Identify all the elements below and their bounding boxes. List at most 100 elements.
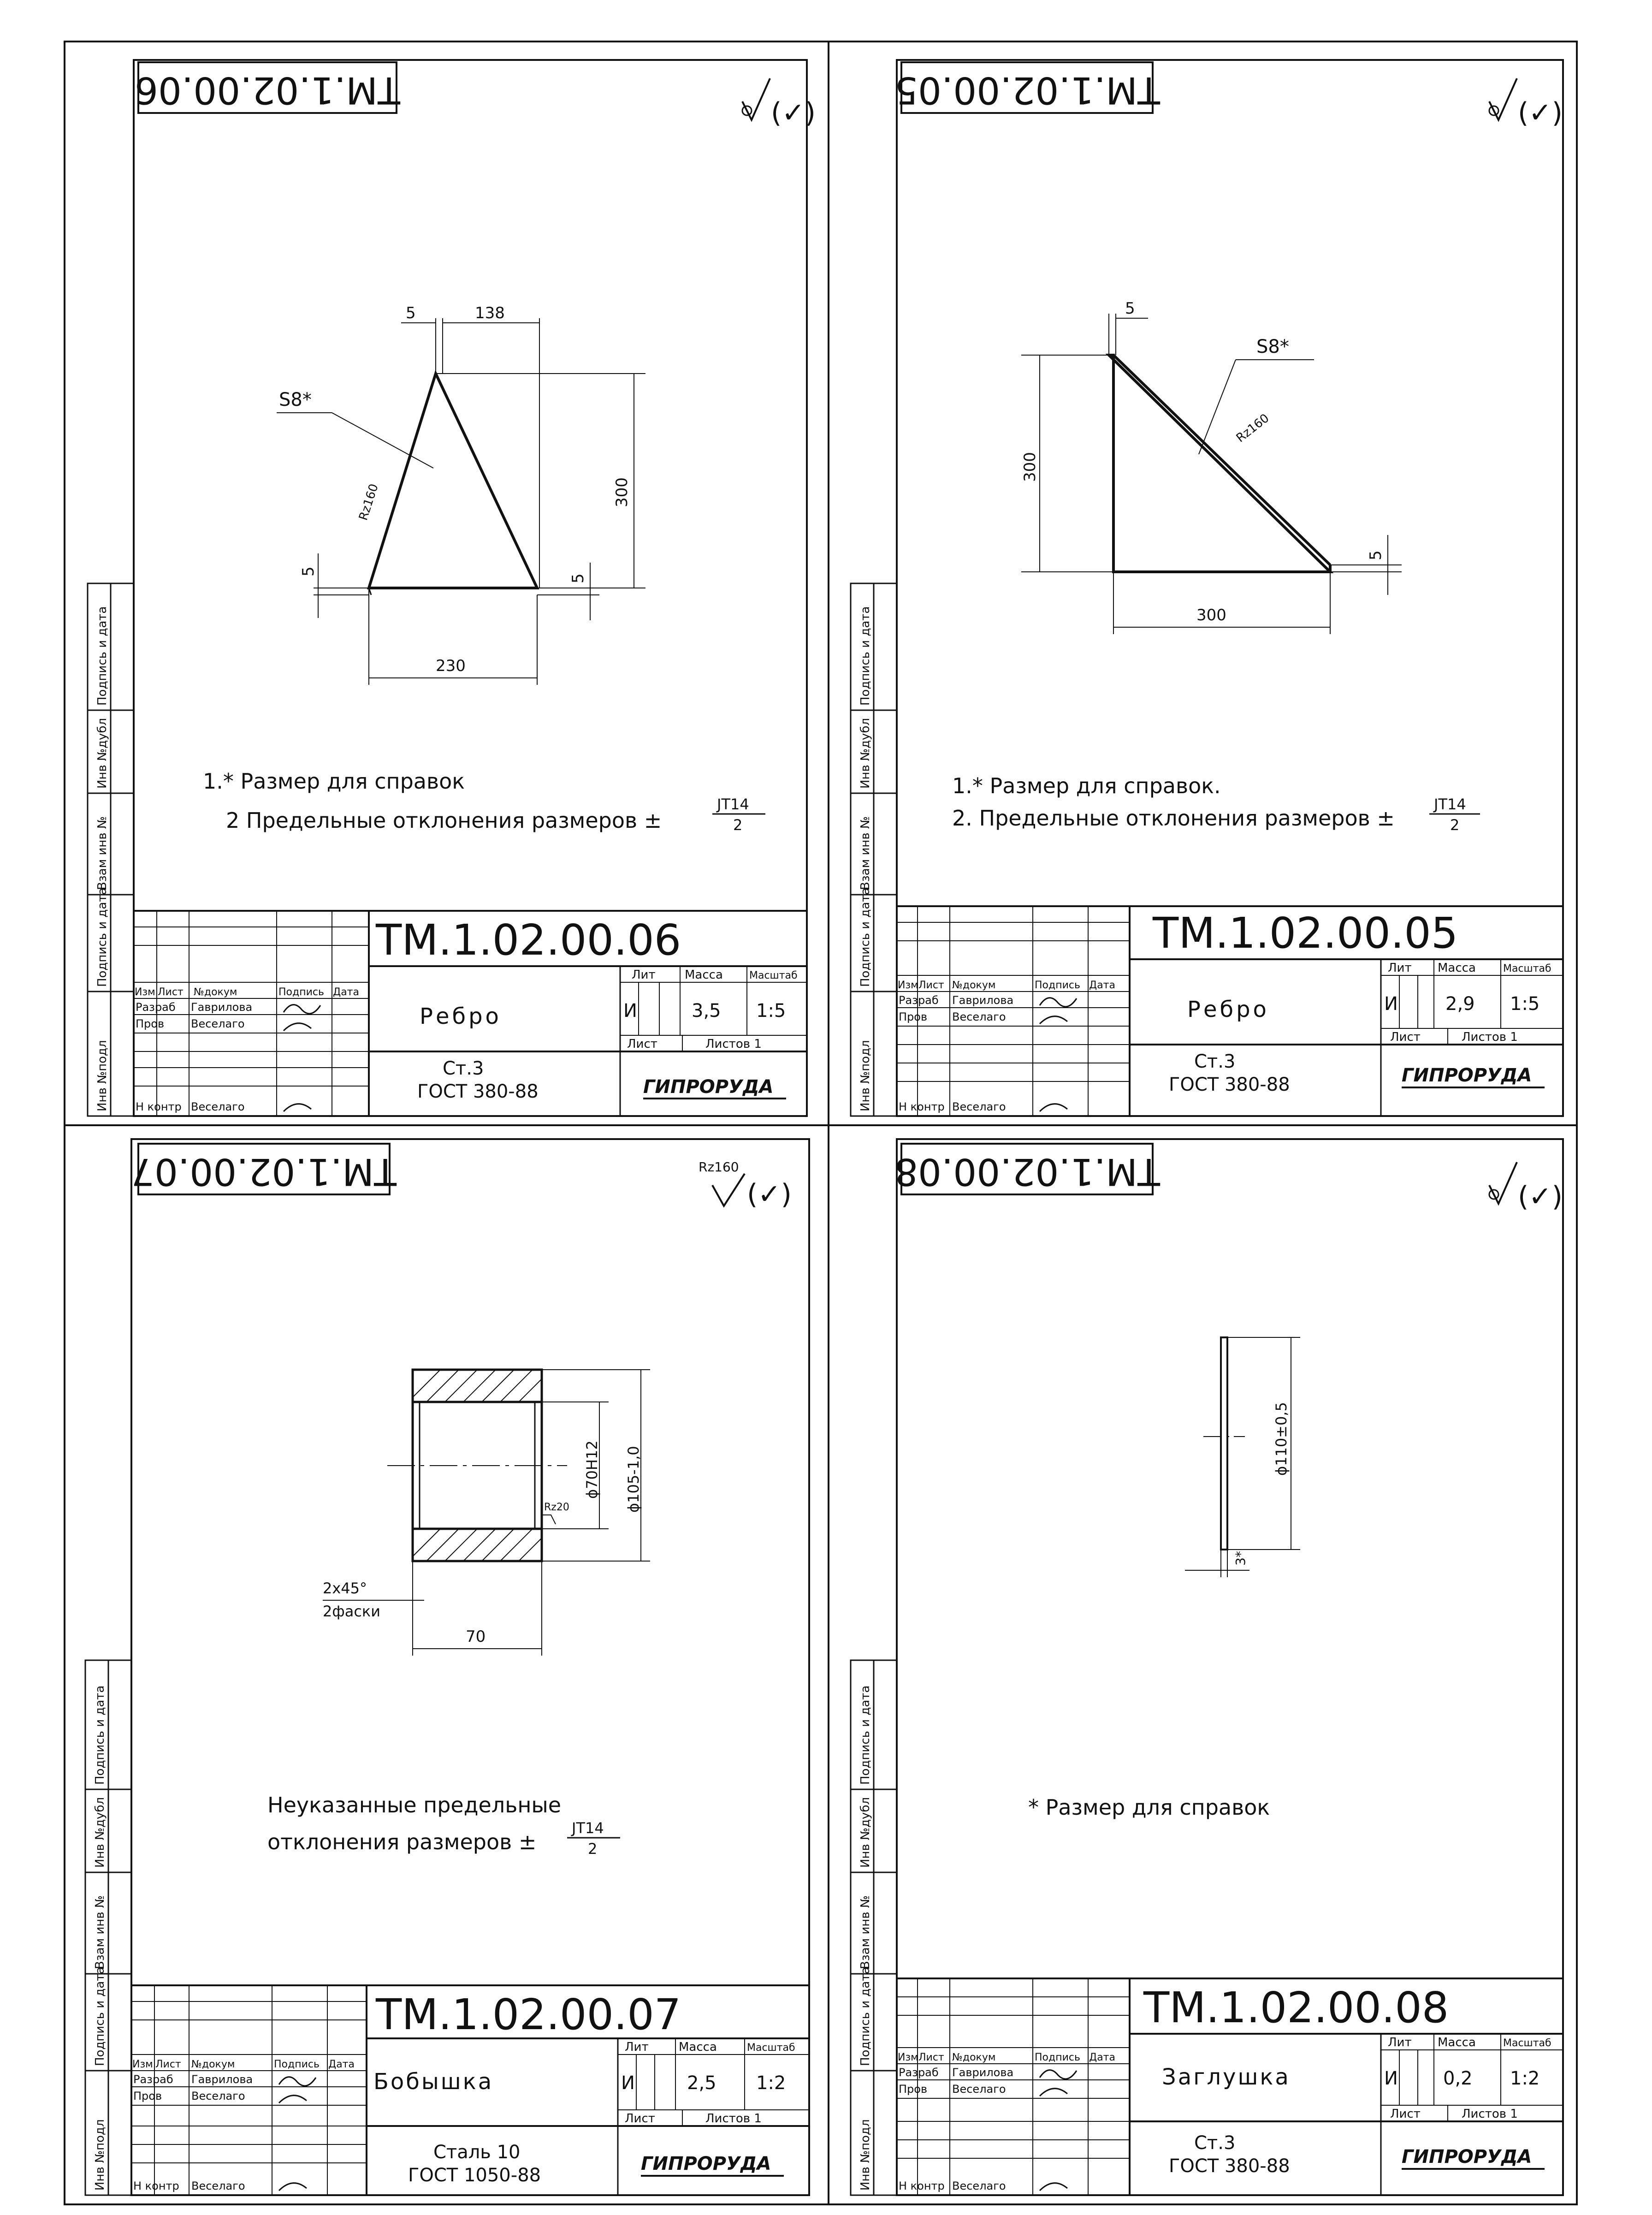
- stamp-nkontr: Н контр: [133, 2179, 179, 2192]
- title-code: ТМ.1.02.00.07: [375, 1990, 681, 2039]
- chamfer-count: 2фаски: [323, 1603, 380, 1620]
- head-scale: Масштаб: [747, 2042, 795, 2054]
- roughness-note: (✓): [747, 1178, 792, 1211]
- title-code: ТМ.1.02.00.05: [1152, 909, 1458, 958]
- signature-marks: [283, 1004, 321, 1112]
- stamp-prov-name: Веселаго: [952, 1010, 1006, 1023]
- side-vzam-inv: Взам инв №: [859, 1895, 872, 1969]
- signature-marks: [1039, 997, 1078, 1112]
- head-scale: Масштаб: [1503, 963, 1551, 974]
- rz20-label: Rz20: [544, 1502, 569, 1513]
- head-mass: Масса: [1438, 961, 1476, 975]
- mass-value: 2,9: [1445, 993, 1475, 1015]
- stamp-prov-name: Веселаго: [191, 1017, 245, 1030]
- stamp-nkontr: Н контр: [899, 1100, 945, 1113]
- stamp-ndoc: №докум: [952, 980, 995, 991]
- material-2: ГОСТ 380-88: [1169, 2156, 1290, 2177]
- company-logo: ГИПРОРУДА: [1402, 1065, 1532, 1086]
- material-1: Ст.3: [1194, 2132, 1235, 2154]
- sheet-tm-1-02-00-06: Инв №подл Подпись и дата Взам инв № Инв …: [87, 59, 816, 1117]
- stamp-ndoc: №докум: [194, 986, 237, 998]
- stamp-razrab-name: Гаврилова: [191, 1001, 252, 1014]
- head-scale: Масштаб: [1503, 2037, 1551, 2049]
- stamp-podp: Подпись: [1035, 980, 1080, 991]
- dim-70: 70: [466, 1627, 486, 1646]
- stamp-prov-name: Веселаго: [952, 2083, 1006, 2096]
- title-code: ТМ.1.02.00.06: [375, 915, 681, 965]
- part-name: Бобышка: [373, 2069, 493, 2095]
- sheets-label: Листов 1: [705, 2112, 762, 2126]
- rz-label: Rz160: [1234, 411, 1272, 445]
- scale-value: 1:5: [756, 1000, 786, 1021]
- stamp-nkontr: Н контр: [136, 1100, 182, 1113]
- note-2: 2 Предельные отклонения размеров ±: [226, 808, 662, 833]
- title-code: ТМ.1.02.00.08: [1143, 1983, 1449, 2032]
- head-mass: Масса: [679, 2040, 717, 2054]
- dim-5-right: 5: [569, 573, 587, 583]
- side-inv-podl: Инв №подл: [859, 2119, 872, 2191]
- stamp-data: Дата: [328, 2059, 355, 2070]
- dim-300: 300: [613, 477, 631, 507]
- note-2-den: 2: [588, 1840, 597, 1858]
- note-2-den: 2: [733, 816, 742, 834]
- side-inv-dubl: Инв №дубл: [93, 1797, 107, 1868]
- stamp-nkontr-name: Веселаго: [952, 2179, 1006, 2192]
- material-2: ГОСТ 380-88: [417, 1081, 539, 1102]
- dim-5-top: 5: [1125, 299, 1135, 318]
- side-vzam-inv: Взам инв №: [93, 1895, 107, 1969]
- stamp-razrab: Разраб: [133, 2073, 173, 2086]
- note-2: 2. Предельные отклонения размеров ±: [952, 806, 1395, 831]
- stamp-list: Лист: [158, 986, 184, 998]
- stamp-prov: Пров: [899, 2083, 927, 2096]
- note-1: 1.* Размер для справок.: [952, 773, 1221, 798]
- roughness-symbol: [711, 1173, 746, 1208]
- head-mass: Масса: [1438, 2036, 1476, 2049]
- stamp-podp: Подпись: [1035, 2052, 1080, 2063]
- side-podpis-data: Подпись и дата: [95, 888, 109, 987]
- stamp-prov: Пров: [899, 1010, 927, 1023]
- title-block-1: Изм Лист №докум Подпись Дата Разраб Гавр…: [133, 910, 808, 1117]
- code-top-rotated: ТМ.1.02.00.05: [894, 69, 1161, 112]
- side-podpis-data-2: Подпись и дата: [859, 1686, 872, 1785]
- side-podpis-data-2: Подпись и дата: [859, 606, 872, 706]
- part-outline: [1105, 354, 1334, 573]
- part-name: Заглушка: [1162, 2064, 1291, 2090]
- dim-300-vertical: 300: [1021, 452, 1039, 482]
- dim-d105: ϕ105-1,0: [625, 1446, 642, 1513]
- stamp-razrab: Разраб: [136, 1001, 176, 1014]
- thickness-s8: S8*: [1256, 336, 1289, 357]
- sheets-label: Листов 1: [705, 1037, 762, 1051]
- code-top-rotated: ТМ.1.02.00.08: [894, 1150, 1161, 1193]
- chamfer-label: 2x45°: [323, 1580, 367, 1597]
- code-top-rotated: ТМ.1.02.00.07: [131, 1150, 397, 1193]
- side-podpis-data: Подпись и дата: [93, 1967, 107, 2066]
- stamp-list: Лист: [918, 980, 944, 991]
- roughness-note: (✓): [771, 97, 816, 129]
- stamp-ndoc: №докум: [191, 2059, 235, 2070]
- dim-5-right: 5: [1367, 550, 1385, 560]
- stamp-data: Дата: [1089, 2052, 1115, 2063]
- stamp-razrab-name: Гаврилова: [191, 2073, 253, 2086]
- lit-value: И: [1384, 993, 1398, 1015]
- stamp-nkontr: Н контр: [899, 2179, 945, 2192]
- side-inv-dubl: Инв №дубл: [95, 718, 109, 789]
- sheet-label: Лист: [627, 1037, 657, 1051]
- stamp-nkontr-name: Веселаго: [191, 1100, 245, 1113]
- stamp-data: Дата: [1089, 980, 1115, 991]
- part-section: [387, 1368, 567, 1562]
- head-scale: Масштаб: [749, 970, 798, 981]
- stamp-ndoc: №докум: [952, 2052, 995, 2063]
- rz-top: Rz160: [699, 1159, 739, 1175]
- sheet-tm-1-02-00-08: Инв №подл Подпись и дата Взам инв № Инв …: [850, 1138, 1564, 2196]
- stamp-prov: Пров: [133, 2090, 162, 2102]
- stamp-podp: Подпись: [278, 986, 324, 998]
- scale-value: 1:5: [1510, 993, 1539, 1015]
- stamp-nkontr-name: Веселаго: [191, 2179, 245, 2192]
- sheet-label: Лист: [1390, 2107, 1421, 2121]
- side-vzam-inv: Взам инв №: [95, 816, 109, 890]
- side-podpis-data: Подпись и дата: [859, 888, 872, 987]
- title-block-3: Изм Лист №докум Подпись Дата Разраб Гавр…: [130, 1984, 810, 2196]
- material-2: ГОСТ 1050-88: [408, 2165, 541, 2186]
- dim-3: 3*: [1233, 1551, 1248, 1566]
- dim-5-left: 5: [299, 566, 318, 576]
